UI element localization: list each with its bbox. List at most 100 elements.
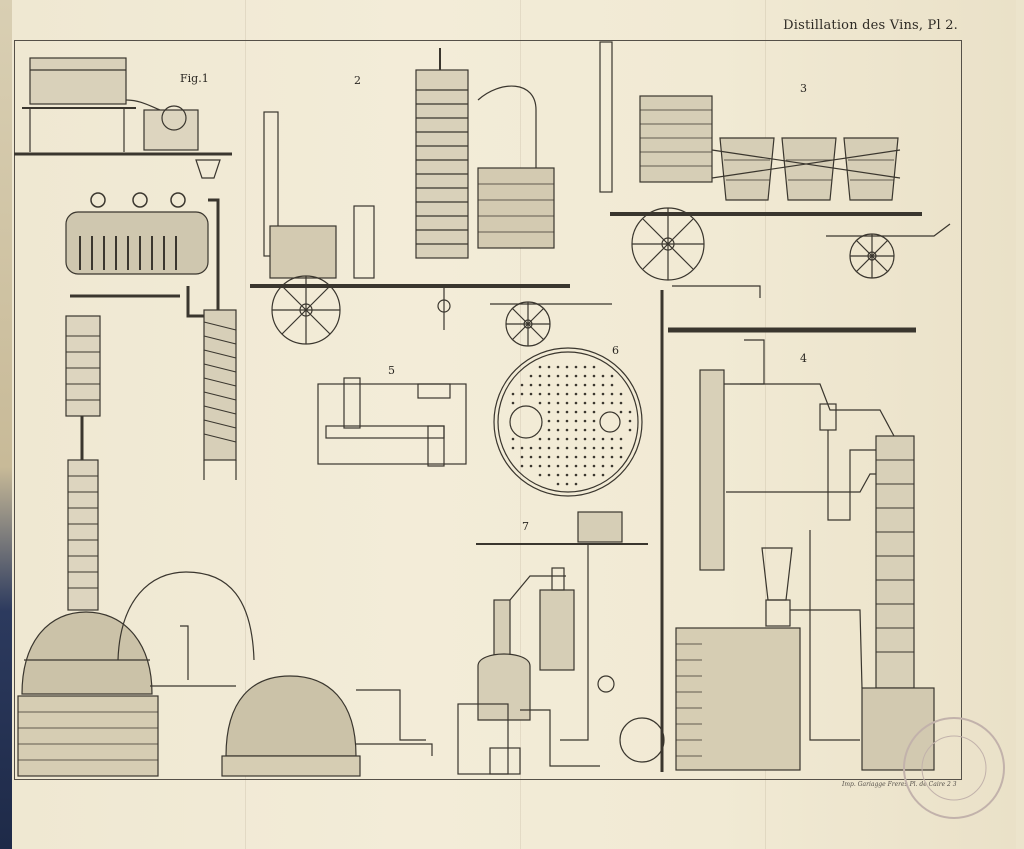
perforation-hole [529,455,533,459]
perforation-hole [601,464,605,468]
perforation-hole [619,455,623,459]
printer-credit: Imp. Gariagge Freres Pl. de Caire 2 3 [842,781,957,788]
perforation-hole [610,437,614,441]
perforation-hole [565,401,569,405]
perforation-hole [583,410,587,414]
perforation-hole [592,401,596,405]
perforation-hole [574,428,578,432]
perforation-hole [592,383,596,387]
perforation-hole [619,437,623,441]
perforation-hole [547,455,551,459]
perforation-hole [556,374,560,378]
perforation-hole [511,446,515,450]
perforation-hole [547,392,551,396]
perforation-hole [592,374,596,378]
fig5-label: 5 [388,364,395,377]
perforation-hole [529,383,533,387]
perforation-hole [511,437,515,441]
perforation-hole [538,383,542,387]
perforation-hole [583,446,587,450]
perforation-hole [601,446,605,450]
perforation-hole [592,437,596,441]
perforation-hole [610,374,614,378]
perforation-hole [610,446,614,450]
perforation-hole [565,419,569,423]
fold-line [765,0,766,849]
perforation-hole [574,419,578,423]
perforation-hole [583,428,587,432]
plate-title: Distillation des Vins, Pl 2. [783,18,958,33]
perforation-hole [538,464,542,468]
perforation-hole [547,374,551,378]
perforation-hole [583,392,587,396]
perforation-hole [565,428,569,432]
perforation-hole [601,473,605,477]
perforation-hole [556,392,560,396]
perforation-hole [583,374,587,378]
perforation-hole [574,446,578,450]
perforation-hole [583,437,587,441]
perforation-hole [556,383,560,387]
perforation-hole [547,365,551,369]
perforation-hole [592,410,596,414]
fig6-label: 6 [612,344,619,357]
perforation-hole [538,365,542,369]
library-stamp [903,717,1005,819]
perforation-hole [583,401,587,405]
perforation-hole [610,455,614,459]
perforation-hole [583,473,587,477]
perforation-hole [592,464,596,468]
perforation-hole [592,392,596,396]
perforation-hole [628,410,632,414]
perforation-hole [592,428,596,432]
perforation-hole [583,464,587,468]
perforation-hole [529,374,533,378]
fig5-apparatus [317,377,467,467]
perforation-hole [565,446,569,450]
fig4-apparatus [660,285,935,772]
perforation-hole [511,392,515,396]
fig3-label: 3 [800,82,807,95]
perforation-hole [583,365,587,369]
perforation-hole [547,437,551,441]
perforation-hole [610,383,614,387]
perforation-hole [574,383,578,387]
perforation-hole [511,401,515,405]
perforation-hole [601,374,605,378]
perforation-hole [565,392,569,396]
perforation-hole [556,365,560,369]
perforation-hole [592,455,596,459]
perforation-hole [628,428,632,432]
perforation-hole [574,473,578,477]
perforation-hole [556,437,560,441]
perforation-hole [556,473,560,477]
perforation-hole [574,392,578,396]
perforation-hole [574,365,578,369]
perforation-hole [592,446,596,450]
perforation-hole [601,392,605,396]
fig2-label: 2 [354,74,361,87]
perforation-hole [574,464,578,468]
fig3-apparatus [599,41,951,281]
perforation-hole [556,455,560,459]
perforation-hole [520,464,524,468]
perforation-hole [538,437,542,441]
perforation-hole [574,482,578,486]
perforation-hole [610,392,614,396]
perforation-hole [592,419,596,423]
perforation-hole [565,410,569,414]
perforation-hole [520,383,524,387]
perforation-hole [529,464,533,468]
perforation-hole [547,464,551,468]
perforation-hole [574,437,578,441]
fig7-apparatus [457,511,665,775]
fig4-label: 4 [800,352,807,365]
fig2-apparatus [250,48,612,347]
perforation-hole [592,473,596,477]
perforation-hole [628,419,632,423]
perforation-hole [583,383,587,387]
perforation-hole [601,455,605,459]
perforation-hole [565,383,569,387]
perforation-hole [538,392,542,396]
